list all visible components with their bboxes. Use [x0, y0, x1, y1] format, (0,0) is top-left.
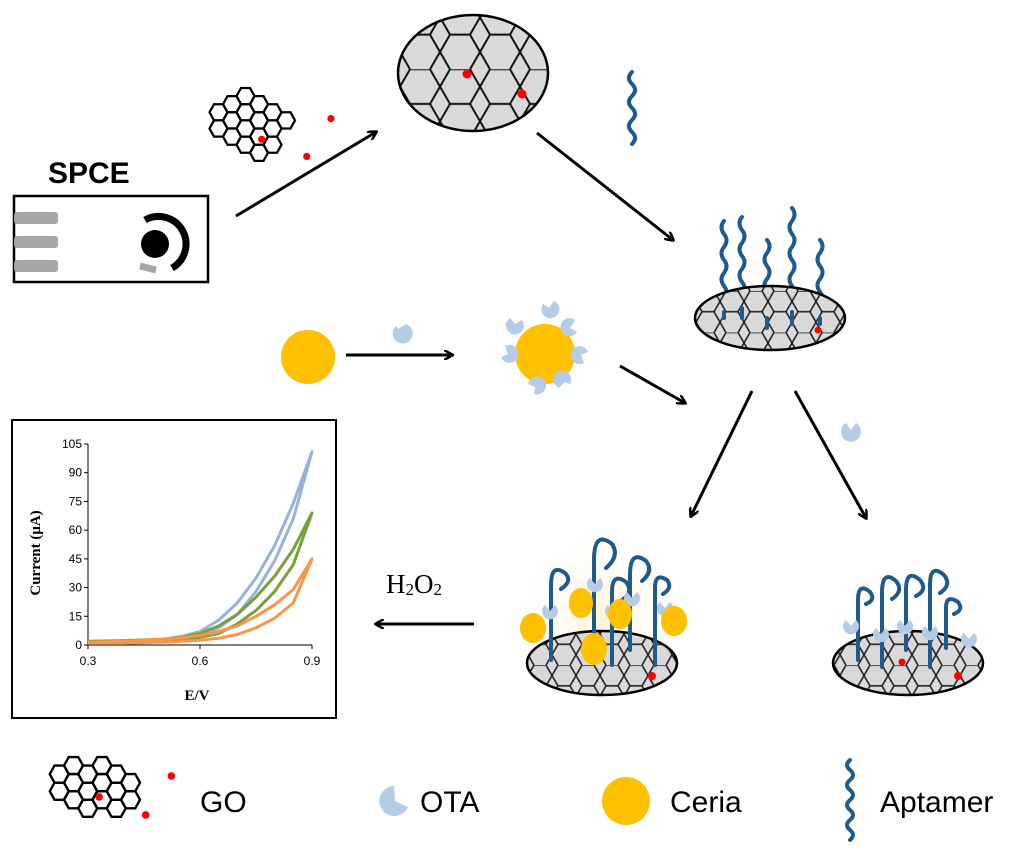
aptamer-icon [845, 758, 855, 842]
y-tick-label: 60 [69, 523, 83, 537]
cv-plot: 0 15 30 45 60 75 90 105 0.3 0.6 0.9 Current (μA) E… [11, 419, 337, 719]
spce-label: SPCE [48, 157, 130, 190]
y-tick-label: 75 [69, 494, 83, 508]
legend-aptamer-label: Aptamer [880, 786, 993, 819]
x-tick-label: 0.3 [80, 654, 97, 668]
legend-ota-label: OTA [420, 786, 479, 819]
y-axis-label: Current (μA) [28, 510, 44, 595]
legend: GO OTA Ceria Aptamer [48, 755, 993, 842]
graphene-oxide-icon [48, 755, 176, 819]
x-tick-label: 0.9 [304, 654, 321, 668]
legend-go-label: GO [200, 786, 247, 819]
ota-molecule [392, 324, 413, 344]
legend-ceria-label: Ceria [670, 786, 742, 819]
ceria-nanoparticle [276, 325, 340, 389]
ceria-icon [602, 777, 650, 825]
svg-text:H2O2: H2O2 [386, 569, 442, 599]
y-tick-label: 15 [69, 609, 83, 623]
ota-molecule-right [841, 423, 861, 442]
y-tick-label: 0 [75, 638, 82, 652]
y-tick-label: 105 [62, 437, 82, 451]
y-tick-label: 30 [69, 581, 83, 595]
aptamer-strand [627, 70, 637, 146]
ota-bound-electrode [831, 568, 985, 697]
h2o2-label: H2O2 [386, 569, 442, 599]
ceria-ota-complex [501, 301, 588, 396]
y-tick-label: 45 [69, 552, 83, 566]
spce-electrode: SPCE [12, 157, 210, 284]
arrow-complex-to-center [619, 364, 685, 403]
plot-area: 0 15 30 45 60 75 90 105 0.3 0.6 0.9 [62, 437, 321, 668]
arrow-go-to-aptamer [536, 131, 673, 240]
arrow-spce-to-go [235, 132, 376, 218]
arrow-to-ceria-bound [691, 390, 754, 516]
go-modified-electrode [396, 13, 550, 133]
arrow-to-ota-bound [793, 390, 866, 518]
go-flake [208, 86, 335, 163]
cv-series-line [87, 557, 314, 645]
x-tick-label: 0.6 [192, 654, 209, 668]
ceria-bound-electrode [507, 520, 697, 710]
aptamer-electrode [693, 206, 847, 352]
ota-icon [379, 786, 408, 816]
x-axis-label: E/V [184, 688, 209, 704]
y-tick-label: 90 [69, 466, 83, 480]
